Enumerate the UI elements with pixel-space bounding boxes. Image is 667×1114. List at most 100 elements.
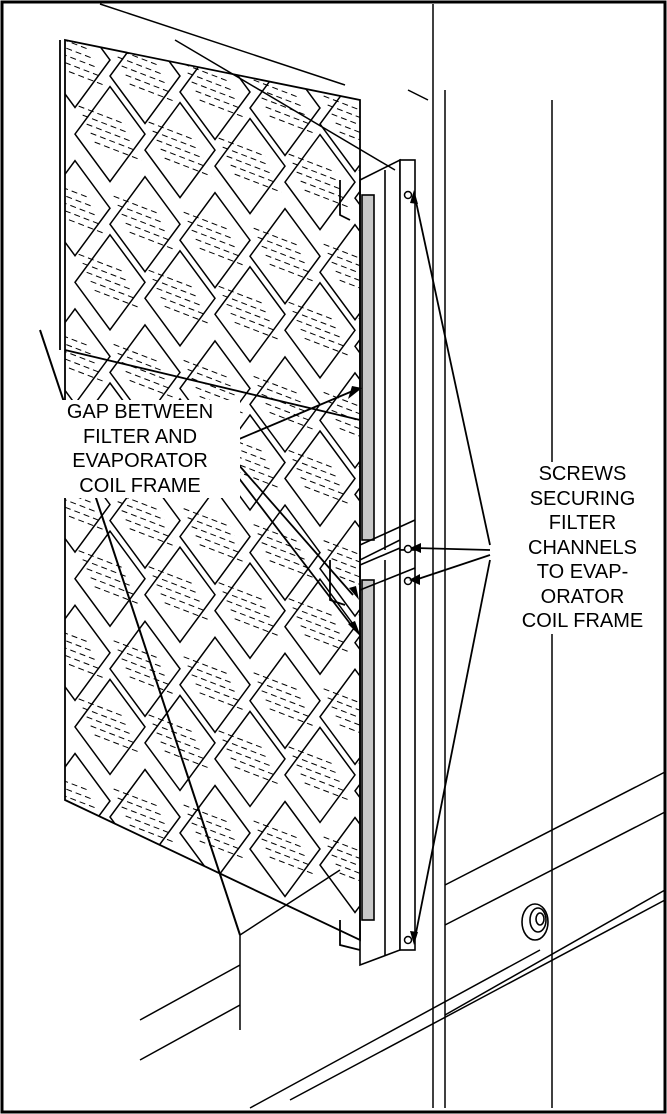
pleat-hatch <box>148 269 196 289</box>
pleat-hatch <box>121 65 169 85</box>
pleat-hatch <box>65 781 95 801</box>
pleat-hatch <box>218 434 266 453</box>
pleat-hatch <box>125 370 173 390</box>
pleat-hatch <box>65 327 91 347</box>
pleat-hatch <box>78 105 126 125</box>
pleat-hatch <box>65 40 95 60</box>
pleat-hatch <box>113 195 161 215</box>
pleat-hatch <box>65 808 107 828</box>
pleat-hatch <box>331 706 360 726</box>
filter-diamond <box>214 561 286 660</box>
pleat-hatch <box>323 540 360 560</box>
pleat-hatch <box>292 755 340 775</box>
pleat-hatch <box>82 707 130 727</box>
pleat-hatch <box>65 179 91 199</box>
pleat-hatch <box>129 379 177 399</box>
pleat-hatch <box>121 658 169 678</box>
pleat-hatch <box>222 443 270 462</box>
pleat-hatch <box>300 328 348 348</box>
pleat-hatch <box>335 122 360 142</box>
pleat-hatch <box>331 113 360 133</box>
pleat-hatch <box>65 642 99 662</box>
screws-label: SCREWS SECURING FILTER CHANNELS TO EVAP-… <box>515 462 650 634</box>
pleat-hatch <box>65 206 103 226</box>
filter-diamond <box>75 0 145 33</box>
pleat-hatch <box>187 665 235 685</box>
pleat-hatch <box>187 72 235 92</box>
pleat-hatch <box>265 106 313 126</box>
pleat-hatch <box>288 746 336 766</box>
pleat-hatch <box>152 723 200 743</box>
pleat-hatch <box>367 40 414 58</box>
pleat-hatch <box>65 363 107 383</box>
pleat-hatch <box>226 748 274 768</box>
pleat-hatch <box>65 49 99 69</box>
pleat-hatch <box>375 58 422 76</box>
pleat-hatch <box>90 132 138 152</box>
pleat-hatch <box>156 287 204 307</box>
pleat-hatch <box>261 97 309 117</box>
pleat-hatch <box>331 558 360 578</box>
filter-diamond <box>65 604 111 702</box>
pleat-hatch <box>86 568 134 588</box>
pleat-hatch <box>65 197 99 217</box>
pleat-hatch <box>265 847 313 867</box>
pleat-hatch <box>300 625 348 645</box>
filter-diamond <box>179 43 251 141</box>
pleat-hatch <box>195 238 243 258</box>
pleat-hatch <box>65 67 107 87</box>
pleat-hatch <box>222 591 270 611</box>
filter-diamond <box>179 636 251 734</box>
screws-label-line: FILTER <box>548 512 617 534</box>
pleat-hatch <box>90 577 138 597</box>
gap-label-line: FILTER AND <box>82 425 198 448</box>
pleat-hatch <box>183 656 231 676</box>
pleat-hatch <box>86 716 134 736</box>
pleat-hatch <box>304 189 352 209</box>
pleat-hatch <box>335 418 360 438</box>
pleat-hatch <box>121 361 169 381</box>
pleat-hatch <box>129 528 177 548</box>
filter-diamond <box>144 545 216 644</box>
pleat-hatch <box>113 492 161 512</box>
screws-label-line: SCREWS <box>538 463 627 485</box>
screws-label-line: TO EVAP- <box>536 561 629 583</box>
pleat-hatch <box>191 526 239 546</box>
pleat-hatch <box>183 508 231 528</box>
pleat-hatch <box>222 739 270 759</box>
pleat-hatch <box>65 188 95 208</box>
pleat-hatch <box>222 294 270 314</box>
pleat-hatch <box>257 829 305 849</box>
filter-diamond <box>65 159 111 257</box>
pleat-hatch <box>191 81 239 101</box>
pleat-hatch <box>195 90 243 110</box>
pleat-hatch <box>327 400 360 420</box>
pleat-hatch <box>265 551 313 571</box>
pleat-hatch <box>65 512 107 532</box>
filter-diamond <box>354 40 360 99</box>
pleat-hatch <box>65 624 91 644</box>
screw-middle-upper <box>403 544 413 554</box>
housing-lines <box>99 3 666 1109</box>
pleat-hatch <box>199 99 247 119</box>
pleat-hatch <box>65 215 107 235</box>
pleat-hatch <box>164 305 212 325</box>
pleat-hatch <box>65 772 91 792</box>
pleat-hatch <box>129 824 177 844</box>
pleat-hatch <box>65 494 99 514</box>
pleat-hatch <box>265 699 313 719</box>
pleat-hatch <box>331 261 360 281</box>
pleat-hatch <box>296 468 344 487</box>
pleat-hatch <box>117 204 165 224</box>
pleat-hatch <box>125 815 173 835</box>
pleat-hatch <box>335 715 360 735</box>
pleat-hatch <box>323 688 360 708</box>
screws-label-line: SECURING <box>529 487 636 510</box>
pleat-hatch <box>187 220 235 240</box>
pleat-hatch <box>121 510 169 530</box>
pleat-hatch <box>199 692 247 712</box>
pleat-hatch <box>304 782 352 802</box>
filter-diamond <box>65 752 111 850</box>
